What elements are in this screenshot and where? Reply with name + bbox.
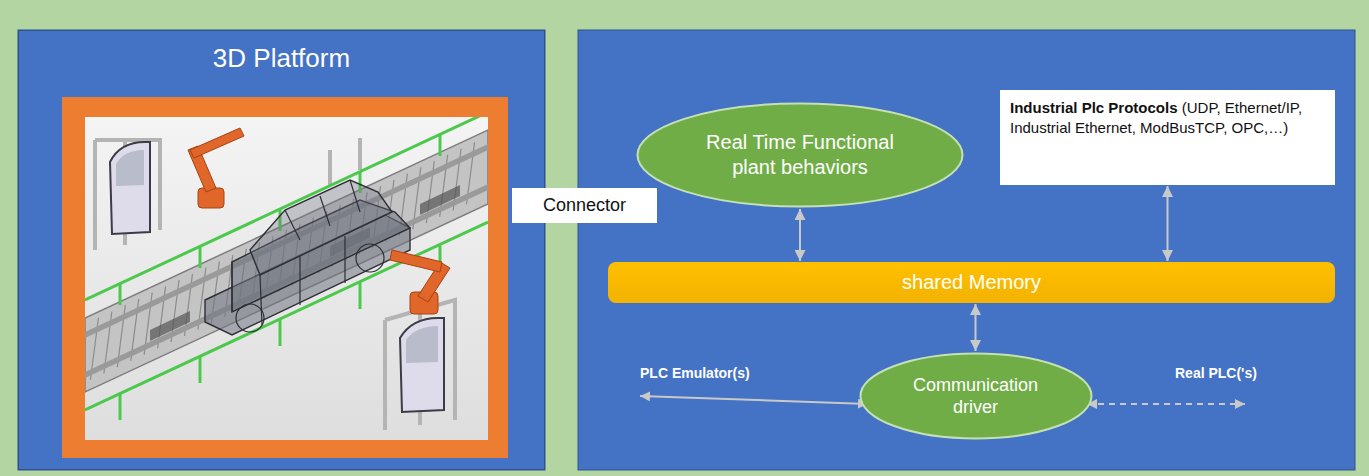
- emulator-link: [640, 396, 868, 404]
- assembly-line-render: [85, 117, 488, 430]
- orange-frame: [62, 97, 508, 458]
- connector-arrow: [975, 304, 977, 351]
- ellipse-outline: [636, 102, 964, 208]
- text-block: Real Time Functional plant behaviors: [693, 130, 908, 180]
- connector-arrow: [1167, 186, 1169, 261]
- process-ellipse: Real Time Functional plant behaviors: [636, 102, 964, 208]
- ellipse-text: Real Time Functional plant behaviors: [693, 130, 908, 180]
- text-block: 3D Platform: [19, 43, 544, 74]
- driver-ellipse: Communication driver: [859, 352, 1093, 440]
- ellipse-fill: [860, 354, 1091, 439]
- platform-panel: 3D Platform: [18, 30, 545, 470]
- render-ground: [85, 117, 488, 440]
- real-plc-link: [1087, 403, 1245, 405]
- note-heading: Industrial Plc Protocols: [1010, 99, 1178, 116]
- ellipse-text: Communication driver: [901, 374, 1051, 419]
- text-block: Industrial Plc Protocols(UDP, Ethernet/I…: [1010, 98, 1325, 137]
- connector-arrow: [799, 209, 801, 261]
- bar-text: shared Memory: [902, 271, 1041, 294]
- connector-tag: Connector: [512, 188, 657, 223]
- text-block: shared Memory: [902, 271, 1041, 294]
- left-panel: [18, 30, 545, 470]
- memory-bar: shared Memory: [608, 262, 1335, 303]
- protocol-box: Industrial Plc Protocols(UDP, Ethernet/I…: [1000, 90, 1335, 185]
- endpoint-label: PLC Emulator(s): [640, 365, 750, 381]
- panel-title: 3D Platform: [19, 43, 544, 74]
- tag-text: Connector: [543, 195, 626, 216]
- ellipse-outline: [859, 352, 1093, 440]
- text-block: Connector: [543, 195, 626, 216]
- ellipse-fill: [638, 104, 963, 207]
- endpoint-label: Real PLC('s): [1175, 365, 1257, 381]
- right-panel: [578, 30, 1355, 470]
- text-block: Communication driver: [901, 374, 1051, 419]
